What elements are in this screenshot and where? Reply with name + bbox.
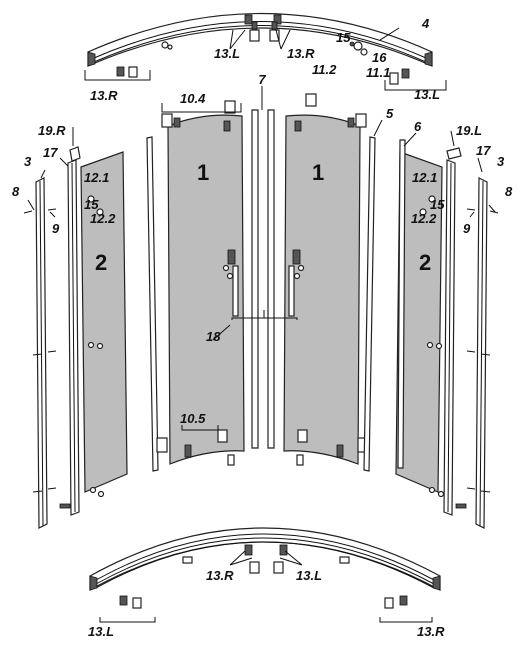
label-1-right: 1 bbox=[312, 160, 324, 185]
top-track-fittings bbox=[116, 14, 410, 85]
label-13r-top-center: 13.R bbox=[287, 46, 315, 61]
label-2-left: 2 bbox=[95, 250, 107, 275]
label-8-left: 8 bbox=[12, 184, 20, 199]
label-9-right: 9 bbox=[463, 221, 471, 236]
seal-right-5 bbox=[363, 136, 376, 472]
seal-profile-right bbox=[443, 159, 467, 516]
fixed-glass-right bbox=[395, 151, 445, 498]
handle-right bbox=[288, 249, 305, 317]
leader-lines bbox=[27, 27, 496, 623]
fixed-glass-left bbox=[80, 151, 128, 498]
cap-19-r bbox=[69, 146, 81, 162]
seal-right-6 bbox=[397, 139, 406, 469]
label-18: 18 bbox=[206, 329, 221, 344]
label-13l-top-right: 13.L bbox=[414, 87, 440, 102]
sliding-door-right bbox=[283, 93, 369, 466]
label-12-1-left: 12.1 bbox=[84, 170, 109, 185]
wall-profile-right bbox=[466, 177, 499, 529]
label-10-4: 10.4 bbox=[180, 91, 206, 106]
label-11-2: 11.2 bbox=[312, 62, 337, 77]
label-3-right: 3 bbox=[497, 154, 505, 169]
label-8-right: 8 bbox=[505, 184, 513, 199]
label-13l-top-center: 13.L bbox=[214, 46, 240, 61]
seal-left-5 bbox=[146, 136, 159, 472]
cap-19-l bbox=[446, 147, 462, 160]
label-13l-bottom-center: 13.L bbox=[296, 568, 322, 583]
label-6: 6 bbox=[414, 119, 422, 134]
label-11-1: 11.1 bbox=[366, 65, 390, 80]
label-4: 4 bbox=[421, 16, 430, 31]
label-17-left: 17 bbox=[43, 145, 58, 160]
seal-profile-left bbox=[59, 159, 80, 516]
label-10-5: 10.5 bbox=[180, 411, 206, 426]
wall-profile-left bbox=[23, 177, 57, 529]
label-9-left: 9 bbox=[52, 221, 60, 236]
top-track bbox=[87, 12, 433, 67]
handle-left bbox=[222, 249, 239, 317]
label-17-right: 17 bbox=[476, 143, 491, 158]
label-13r-top-left: 13.R bbox=[90, 88, 118, 103]
label-12-2-left: 12.2 bbox=[90, 211, 116, 226]
label-3-left: 3 bbox=[24, 154, 32, 169]
label-7: 7 bbox=[258, 72, 266, 87]
label-19r: 19.R bbox=[38, 123, 66, 138]
label-15-left: 15 bbox=[84, 197, 99, 212]
label-15-right: 15 bbox=[430, 197, 445, 212]
label-2-right: 2 bbox=[419, 250, 431, 275]
center-seals bbox=[251, 109, 275, 449]
label-13r-bottom-center: 13.R bbox=[206, 568, 234, 583]
label-19l: 19.L bbox=[456, 123, 482, 138]
bottom-track-fittings bbox=[119, 544, 408, 609]
sliding-door-left bbox=[156, 100, 245, 466]
bottom-track bbox=[89, 527, 441, 592]
label-15-top: 15 bbox=[336, 30, 351, 45]
label-12-1-right: 12.1 bbox=[412, 170, 437, 185]
label-12-2-right: 12.2 bbox=[411, 211, 437, 226]
label-5: 5 bbox=[386, 106, 394, 121]
label-16: 16 bbox=[372, 50, 387, 65]
label-1-left: 1 bbox=[197, 160, 209, 185]
label-13r-bottom-right: 13.R bbox=[417, 624, 445, 639]
label-13l-bottom-left: 13.L bbox=[88, 624, 114, 639]
